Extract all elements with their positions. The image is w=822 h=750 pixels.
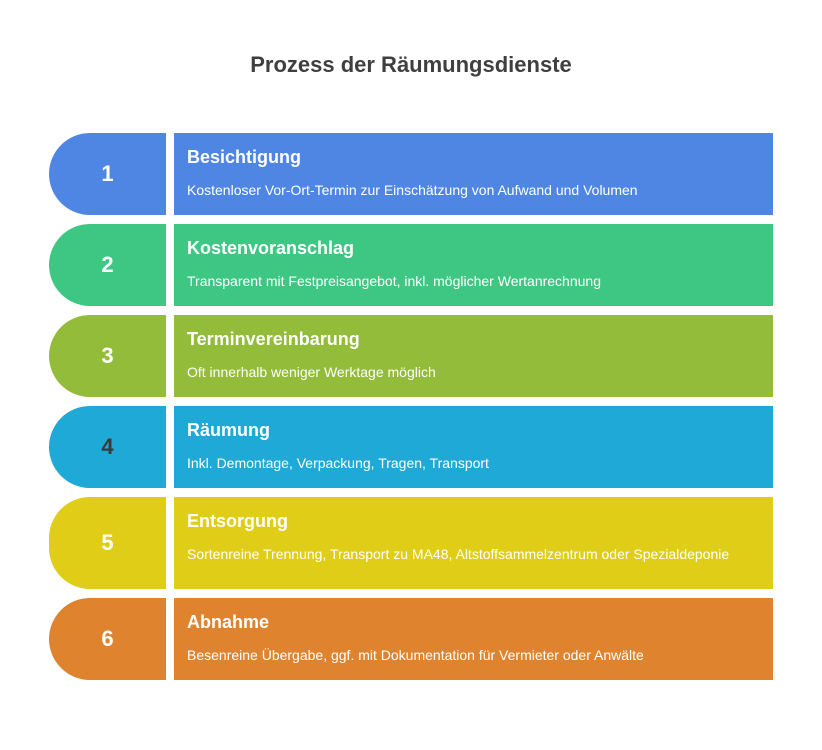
process-step-6: 6 Abnahme Besenreine Übergabe, ggf. mit … (49, 598, 773, 680)
process-step-3: 3 Terminvereinbarung Oft innerhalb wenig… (49, 315, 773, 397)
process-step-1: 1 Besichtigung Kostenloser Vor-Ort-Termi… (49, 133, 773, 215)
step-title-5: Entsorgung (187, 511, 288, 531)
step-card-5: Entsorgung Sortenreine Trennung, Transpo… (174, 497, 773, 589)
step-title-2: Kostenvoranschlag (187, 238, 355, 258)
step-card-2: Kostenvoranschlag Transparent mit Festpr… (174, 224, 773, 306)
step-number-4: 4 (49, 406, 166, 488)
step-number-1: 1 (49, 133, 166, 215)
step-card-3: Terminvereinbarung Oft innerhalb weniger… (174, 315, 773, 397)
process-step-5: 5 Entsorgung Sortenreine Trennung, Trans… (49, 497, 773, 589)
step-title-4: Räumung (187, 420, 270, 440)
process-step-2: 2 Kostenvoranschlag Transparent mit Fest… (49, 224, 773, 306)
process-step-4: 4 Räumung Inkl. Demontage, Verpackung, T… (49, 406, 773, 488)
step-card-1: Besichtigung Kostenloser Vor-Ort-Termin … (174, 133, 773, 215)
step-description-4: Inkl. Demontage, Verpackung, Tragen, Tra… (187, 455, 489, 471)
step-description-2: Transparent mit Festpreisangebot, inkl. … (187, 273, 601, 289)
step-card-4: Räumung Inkl. Demontage, Verpackung, Tra… (174, 406, 773, 488)
step-title-1: Besichtigung (187, 147, 302, 167)
step-number-2: 2 (49, 224, 166, 306)
step-description-3: Oft innerhalb weniger Werktage möglich (187, 364, 436, 380)
step-number-5: 5 (49, 497, 166, 589)
step-title-6: Abnahme (187, 612, 270, 632)
process-steps: 1 Besichtigung Kostenloser Vor-Ort-Termi… (49, 133, 773, 689)
step-title-3: Terminvereinbarung (187, 329, 360, 349)
step-description-1: Kostenloser Vor-Ort-Termin zur Einschätz… (187, 182, 638, 198)
step-description-6: Besenreine Übergabe, ggf. mit Dokumentat… (187, 647, 644, 663)
step-number-3: 3 (49, 315, 166, 397)
page-title: Prozess der Räumungsdienste (250, 52, 572, 77)
step-number-6: 6 (49, 598, 166, 680)
step-card-6: Abnahme Besenreine Übergabe, ggf. mit Do… (174, 598, 773, 680)
step-description-5: Sortenreine Trennung, Transport zu MA48,… (187, 546, 730, 562)
